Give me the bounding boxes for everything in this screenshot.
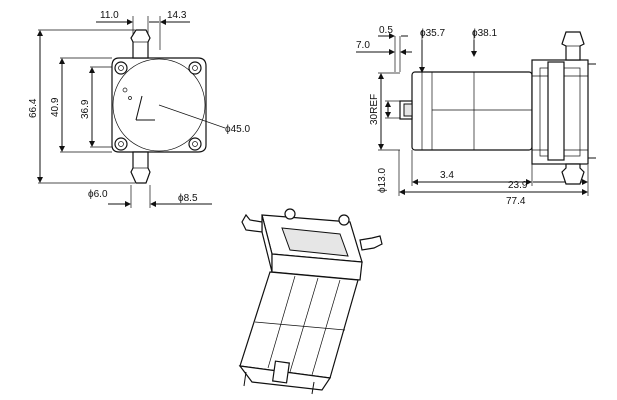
dim-outlet-diameter: ϕ6.0 bbox=[88, 189, 108, 200]
dim-boss-length: 3.4 bbox=[440, 170, 454, 181]
front-view: 11.0 14.3 66.4 40.9 36.9 ϕ45.0 ϕ6.0 ϕ8.5 bbox=[28, 10, 251, 208]
dim-total-length: 77.4 bbox=[506, 196, 526, 207]
dim-hole-spacing: 36.9 bbox=[80, 99, 91, 119]
dim-mount-height: 40.9 bbox=[50, 97, 61, 117]
iso-outlet-barb bbox=[359, 235, 383, 251]
iso-inlet-barb bbox=[241, 213, 263, 233]
body-circle bbox=[112, 58, 206, 152]
dim-ref-height: 30REF bbox=[369, 94, 380, 125]
iso-terminal-right bbox=[311, 381, 315, 395]
dim-head-length: 23.9 bbox=[508, 180, 528, 191]
mount-hole-br bbox=[188, 137, 202, 151]
dim-boss-diameter: ϕ13.0 bbox=[377, 167, 388, 193]
iso-pump-head-front bbox=[271, 253, 363, 281]
mount-hole-tr bbox=[188, 61, 202, 75]
dim-can-diameter: ϕ38.1 bbox=[472, 28, 498, 39]
iso-terminal-left bbox=[243, 371, 247, 387]
dim-body-diameter: ϕ45.0 bbox=[225, 124, 251, 135]
dim-shaft-length: 7.0 bbox=[356, 40, 370, 51]
side-outlet-barb bbox=[561, 163, 585, 185]
side-view: 7.0 0.5 ϕ35.7 ϕ38.1 30REF ϕ13.0 3.4 23.9… bbox=[356, 25, 596, 207]
iso-pump-cover bbox=[281, 227, 349, 257]
iso-shaft-boss bbox=[271, 360, 291, 384]
mount-hole-bl bbox=[114, 137, 128, 151]
dim-motor-diameter: ϕ35.7 bbox=[420, 28, 446, 39]
outlet-barb bbox=[130, 151, 151, 184]
dim-shaft-offset: 0.5 bbox=[379, 25, 393, 36]
isometric-view bbox=[238, 208, 383, 395]
inlet-barb bbox=[130, 29, 151, 59]
dim-total-height: 66.4 bbox=[28, 98, 39, 118]
dim-barb-diameter: ϕ8.5 bbox=[178, 193, 198, 204]
dim-inlet-offset: 14.3 bbox=[167, 10, 187, 21]
pump-head-inner bbox=[547, 61, 565, 161]
mount-hole-tl bbox=[114, 61, 128, 75]
iso-motor-can bbox=[239, 271, 359, 379]
dim-inlet-width: 11.0 bbox=[100, 10, 119, 21]
motor-can bbox=[411, 71, 533, 151]
